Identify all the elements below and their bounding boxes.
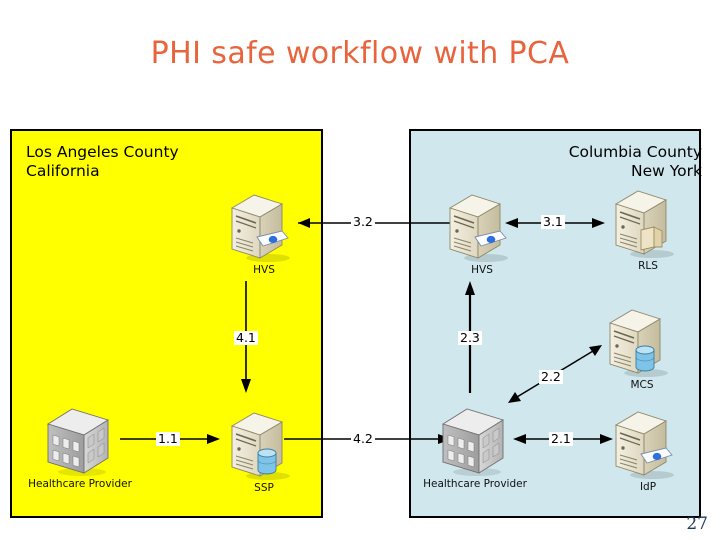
connector-3-1-label: 3.1 bbox=[541, 214, 565, 229]
connector-2-2-label: 2.2 bbox=[539, 369, 563, 384]
node-caption: IdP bbox=[639, 481, 657, 493]
node-mcs[interactable]: MCS bbox=[604, 305, 680, 391]
node-ssp[interactable]: SSP bbox=[226, 408, 302, 494]
node-healthcare-provider-la[interactable]: Healthcare Provider bbox=[28, 404, 132, 490]
node-rls[interactable]: RLS bbox=[610, 186, 686, 272]
building-icon bbox=[437, 404, 513, 478]
node-idp[interactable]: IdP bbox=[610, 407, 686, 493]
connector-3-2-label: 3.2 bbox=[351, 214, 375, 229]
node-caption: RLS bbox=[638, 260, 658, 272]
connector-2-3-label: 2.3 bbox=[458, 330, 482, 345]
server-card-icon bbox=[610, 407, 686, 481]
server-database-icon bbox=[226, 408, 302, 482]
node-caption: Healthcare Provider bbox=[28, 478, 132, 490]
connector-2-1-label: 2.1 bbox=[549, 431, 573, 446]
connector-3-2 bbox=[284, 216, 452, 230]
node-caption: HVS bbox=[471, 264, 493, 276]
node-caption: MCS bbox=[630, 379, 654, 391]
page-title: PHI safe workflow with PCA bbox=[150, 36, 570, 71]
node-caption: HVS bbox=[253, 264, 275, 276]
server-card-icon bbox=[226, 190, 302, 264]
building-icon bbox=[42, 404, 118, 478]
server-folder-icon bbox=[610, 186, 686, 260]
server-database-icon bbox=[604, 305, 680, 379]
region-columbia-label: Columbia County New York bbox=[568, 143, 702, 180]
node-caption: Healthcare Provider bbox=[423, 478, 527, 490]
page-number: 27 bbox=[686, 514, 708, 534]
node-hvs-la[interactable]: HVS bbox=[226, 190, 302, 276]
connector-1-1-label: 1.1 bbox=[156, 431, 180, 446]
server-card-icon bbox=[444, 190, 520, 264]
connector-4-1-label: 4.1 bbox=[234, 330, 258, 345]
node-healthcare-provider-cc[interactable]: Healthcare Provider bbox=[423, 404, 527, 490]
node-caption: SSP bbox=[254, 482, 274, 494]
node-hvs-cc[interactable]: HVS bbox=[444, 190, 520, 276]
region-los-angeles-label: Los Angeles County California bbox=[26, 143, 179, 180]
connector-4-2-label: 4.2 bbox=[351, 431, 375, 446]
